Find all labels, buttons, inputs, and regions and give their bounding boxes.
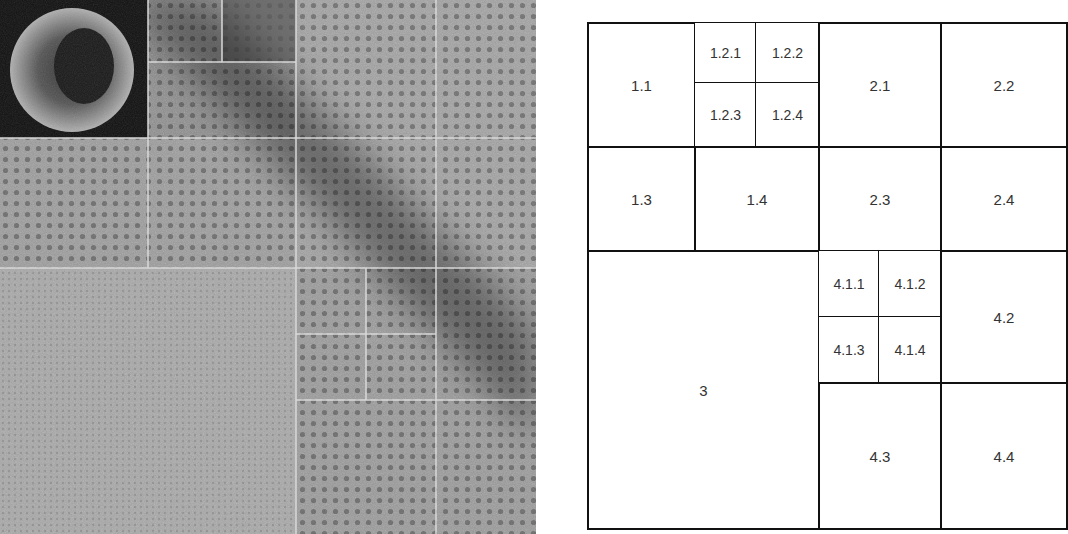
subband-label: 1.1 xyxy=(631,77,652,94)
subband-cell: 2.1 xyxy=(818,22,942,148)
subband-label: 4.3 xyxy=(870,448,891,465)
subband-cell: 1.4 xyxy=(694,146,820,252)
subband-label: 1.2.1 xyxy=(710,45,741,61)
subband-label: 3 xyxy=(699,382,707,399)
subband-cell: 4.1.3 xyxy=(818,316,880,384)
subband-label: 4.1.1 xyxy=(833,276,864,292)
subband-label: 2.4 xyxy=(994,191,1015,208)
subband-cell: 4.1.2 xyxy=(878,250,942,318)
subband-label: 4.4 xyxy=(994,448,1015,465)
subband-cell: 1.2.2 xyxy=(755,22,820,84)
subband-cell: 1.2.3 xyxy=(694,82,757,148)
subband-cell: 4.4 xyxy=(940,382,1068,530)
subband-cell: 2.3 xyxy=(818,146,942,252)
subband-cell: 2.4 xyxy=(940,146,1068,252)
subband-label: 4.2 xyxy=(994,309,1015,326)
subband-cell: 4.1.1 xyxy=(818,250,880,318)
subband-label: 1.3 xyxy=(631,191,652,208)
wavelet-image xyxy=(0,0,536,534)
subband-cell: 2.2 xyxy=(940,22,1068,148)
subband-cell: 1.2.1 xyxy=(694,22,757,84)
subband-label: 4.1.4 xyxy=(894,342,925,358)
subband-cell: 3 xyxy=(587,250,820,530)
subband-cell: 4.3 xyxy=(818,382,942,530)
subband-cell: 4.2 xyxy=(940,250,1068,384)
subband-label: 1.4 xyxy=(747,191,768,208)
subband-label: 4.1.3 xyxy=(833,342,864,358)
subband-label: 1.2.3 xyxy=(710,107,741,123)
subband-cell: 4.1.4 xyxy=(878,316,942,384)
subband-label: 2.1 xyxy=(870,77,891,94)
subband-label: 1.2.4 xyxy=(772,107,803,123)
subband-label: 1.2.2 xyxy=(772,45,803,61)
subband-label: 2.2 xyxy=(994,77,1015,94)
subband-cell: 1.3 xyxy=(587,146,696,252)
subband-label: 4.1.2 xyxy=(894,276,925,292)
subband-label: 2.3 xyxy=(870,191,891,208)
subband-cell: 1.2.4 xyxy=(755,82,820,148)
subband-cell: 1.1 xyxy=(587,22,696,148)
